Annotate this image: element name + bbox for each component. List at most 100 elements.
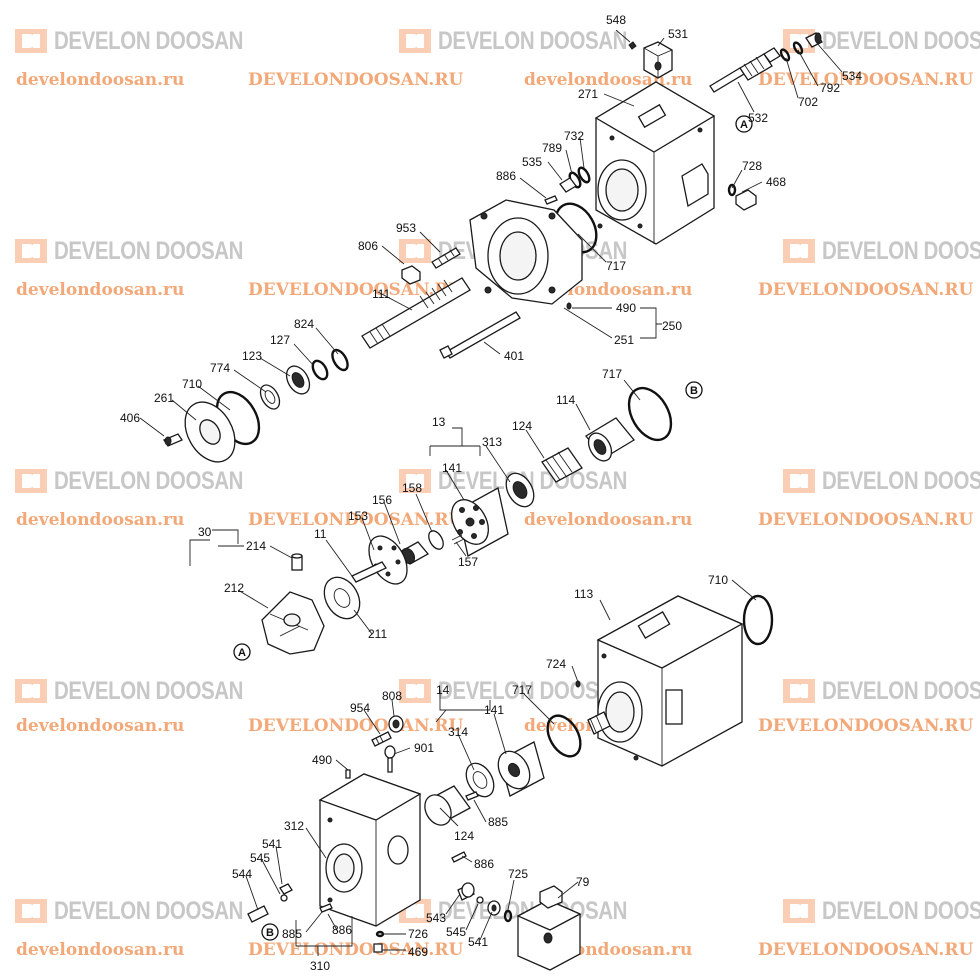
label-401: 401 bbox=[504, 349, 524, 363]
label-79: 79 bbox=[576, 875, 590, 889]
label-113: 113 bbox=[574, 587, 593, 601]
label-141-bottom: 141 bbox=[484, 703, 504, 717]
part-313-valve-plate bbox=[505, 472, 535, 508]
part-886-pin-b bbox=[451, 851, 467, 863]
label-543: 543 bbox=[426, 911, 446, 925]
label-314: 314 bbox=[448, 725, 468, 739]
svg-text:B: B bbox=[690, 385, 698, 397]
part-534-plug bbox=[805, 32, 823, 48]
part-541-seat-b bbox=[487, 900, 501, 916]
label-532: 532 bbox=[748, 111, 768, 125]
part-157-spring bbox=[451, 534, 465, 545]
label-774: 774 bbox=[210, 361, 230, 375]
label-14: 14 bbox=[436, 683, 450, 697]
label-531: 531 bbox=[668, 27, 688, 41]
svg-text:A: A bbox=[238, 647, 246, 659]
part-885-pin bbox=[465, 791, 479, 801]
part-548-screw bbox=[628, 41, 637, 50]
part-545-ball-b bbox=[476, 896, 484, 904]
marker-b-bottom: B bbox=[261, 923, 279, 941]
label-141-mid: 141 bbox=[442, 461, 462, 475]
label-717-mid: 717 bbox=[602, 367, 622, 381]
part-824-snap-ring bbox=[331, 348, 349, 372]
part-545-ball bbox=[280, 894, 288, 902]
marker-a-top: A bbox=[735, 115, 753, 133]
label-124-mid: 124 bbox=[512, 419, 532, 433]
part-806-nut bbox=[401, 265, 421, 285]
part-532-spool bbox=[709, 47, 781, 93]
label-212: 212 bbox=[224, 581, 244, 595]
label-468: 468 bbox=[766, 175, 786, 189]
label-469: 469 bbox=[408, 945, 428, 959]
part-954-screw bbox=[371, 731, 392, 747]
marker-b-mid: B bbox=[685, 381, 703, 399]
label-310: 310 bbox=[310, 959, 330, 973]
label-123: 123 bbox=[242, 349, 262, 363]
label-710-top: 710 bbox=[182, 377, 202, 391]
label-11: 11 bbox=[314, 527, 327, 541]
leader-lines bbox=[139, 29, 843, 956]
part-901-eye-bolt bbox=[384, 745, 396, 773]
part-732-oring bbox=[577, 166, 591, 184]
part-808-nut bbox=[388, 715, 404, 733]
label-544: 544 bbox=[232, 867, 252, 881]
part-728-oring bbox=[727, 183, 737, 197]
part-114-spline-coupling bbox=[585, 417, 635, 462]
label-710-mid: 710 bbox=[708, 573, 728, 587]
part-111-drive-shaft bbox=[361, 277, 471, 349]
label-885-bottom: 885 bbox=[282, 927, 302, 941]
part-541-seat bbox=[279, 883, 293, 895]
part-406-bolt bbox=[163, 433, 183, 447]
part-211-shoe-plate bbox=[323, 576, 361, 620]
part-123-bearing bbox=[285, 365, 311, 395]
label-545-left: 545 bbox=[250, 851, 270, 865]
label-886-bottom: 886 bbox=[332, 923, 352, 937]
label-728: 728 bbox=[742, 159, 762, 173]
label-153: 153 bbox=[348, 509, 368, 523]
svg-text:A: A bbox=[740, 119, 748, 131]
part-726-oring bbox=[375, 930, 385, 938]
label-824: 824 bbox=[294, 317, 314, 331]
label-490-bottom: 490 bbox=[312, 753, 332, 767]
label-30: 30 bbox=[198, 525, 212, 539]
label-214: 214 bbox=[246, 539, 266, 553]
label-541-left: 541 bbox=[262, 837, 282, 851]
label-312: 312 bbox=[284, 819, 304, 833]
label-953: 953 bbox=[396, 221, 416, 235]
label-806: 806 bbox=[358, 239, 378, 253]
label-717-top: 717 bbox=[606, 259, 626, 273]
label-271: 271 bbox=[578, 87, 598, 101]
part-271-housing bbox=[594, 81, 716, 245]
part-886-pin bbox=[544, 195, 558, 205]
svg-text:B: B bbox=[266, 927, 274, 939]
label-726: 726 bbox=[408, 927, 428, 941]
part-490-plug-b bbox=[345, 769, 351, 779]
part-11-piston-shoe bbox=[351, 561, 387, 583]
label-886-mid: 886 bbox=[474, 857, 494, 871]
part-158-spacer bbox=[428, 530, 444, 550]
label-158: 158 bbox=[402, 481, 422, 495]
part-710-oring-b bbox=[742, 594, 774, 646]
part-953-screw bbox=[431, 247, 461, 269]
part-717-oring-c bbox=[546, 714, 582, 758]
part-792-ring bbox=[792, 41, 804, 55]
label-808: 808 bbox=[382, 689, 402, 703]
part-212-swash-plate bbox=[261, 591, 325, 655]
label-545-right: 545 bbox=[446, 925, 466, 939]
label-406: 406 bbox=[120, 411, 140, 425]
label-886-top: 886 bbox=[496, 169, 516, 183]
label-717-bottom: 717 bbox=[512, 683, 532, 697]
part-261-seal-cover bbox=[184, 401, 236, 463]
part-886-pin-c bbox=[319, 903, 333, 913]
label-261: 261 bbox=[154, 391, 174, 405]
label-535: 535 bbox=[522, 155, 542, 169]
part-469-plug bbox=[373, 943, 383, 953]
part-141-cylinder-block-b bbox=[497, 741, 545, 797]
part-717-oring-b bbox=[627, 386, 673, 442]
label-789: 789 bbox=[542, 141, 562, 155]
label-901: 901 bbox=[414, 741, 434, 755]
label-534: 534 bbox=[842, 69, 862, 83]
part-124-roller-bearing-b bbox=[424, 785, 471, 826]
label-111: 111 bbox=[372, 287, 391, 301]
label-157: 157 bbox=[458, 555, 478, 569]
